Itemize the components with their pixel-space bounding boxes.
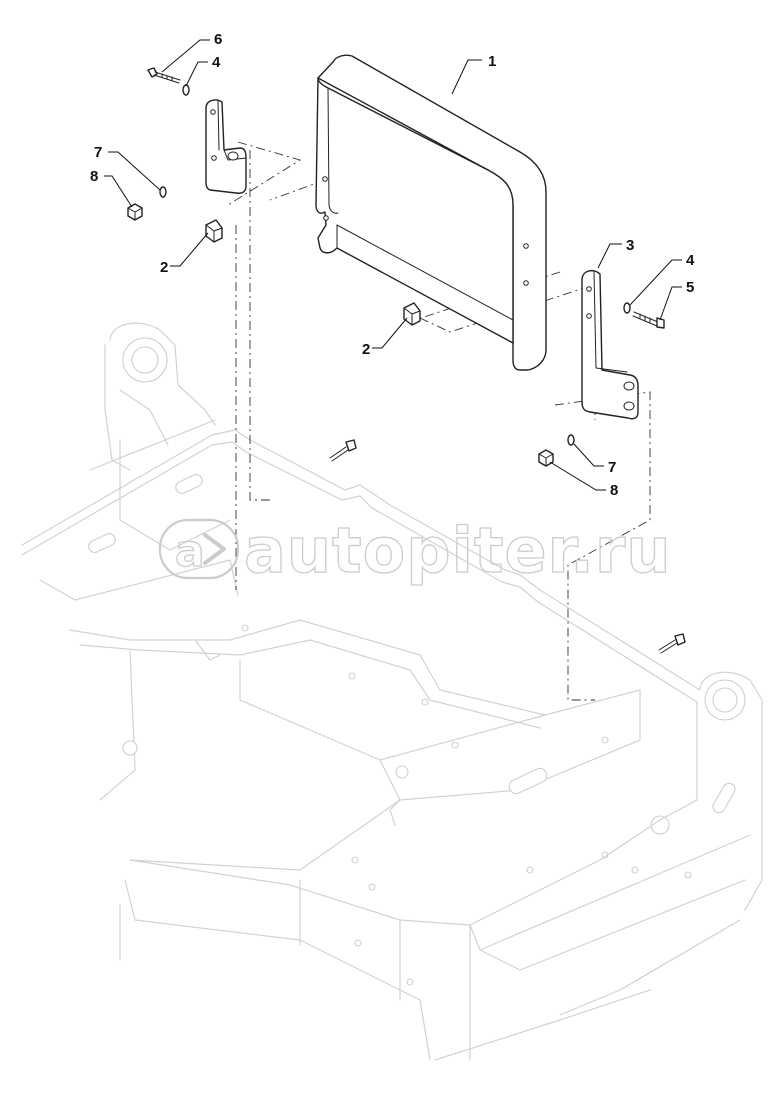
left-bracket: [205, 99, 247, 194]
callout-3: 3: [626, 237, 634, 254]
a-arrow-logo-icon: a: [158, 518, 240, 580]
callout-2-center: 2: [362, 341, 370, 358]
part-8-nut-right: [538, 449, 554, 467]
watermark-text: autopiter.ru: [244, 514, 672, 587]
part-7-washer-right: [567, 434, 575, 446]
part-2-clip-nut-center: [403, 302, 421, 326]
part-2-clip-nut-left: [205, 219, 223, 243]
part-8-nut-left: [127, 203, 143, 221]
part-4-washer-left: [182, 84, 190, 96]
svg-text:a: a: [175, 526, 205, 577]
vehicle-frame: [21, 322, 763, 1061]
part-6-bolt: [147, 67, 181, 84]
frame-bolt-right: [658, 633, 686, 654]
callout-6: 6: [214, 31, 222, 48]
callout-4-left: 4: [212, 54, 221, 71]
callout-8-left: 8: [90, 168, 98, 185]
callout-2-left: 2: [160, 259, 168, 276]
part-7-washer-left: [159, 186, 167, 198]
callout-4-right: 4: [686, 252, 695, 269]
leader-lines: [104, 39, 682, 491]
callout-1: 1: [488, 53, 496, 70]
callout-labels: 1 2 2 3 4 4 5 6 7 7 8 8: [90, 31, 695, 499]
part-4-washer-right: [623, 302, 631, 314]
callout-5: 5: [686, 279, 694, 296]
watermark: a autopiter.ru: [158, 513, 672, 588]
callout-7-right: 7: [608, 459, 616, 476]
callout-7-left: 7: [94, 144, 102, 161]
frame-bolt-left: [329, 439, 357, 462]
part-1-guard: [315, 54, 547, 371]
callout-8-right: 8: [610, 482, 618, 499]
part-3-right-bracket: [581, 269, 639, 420]
part-5-bolt: [632, 311, 665, 329]
